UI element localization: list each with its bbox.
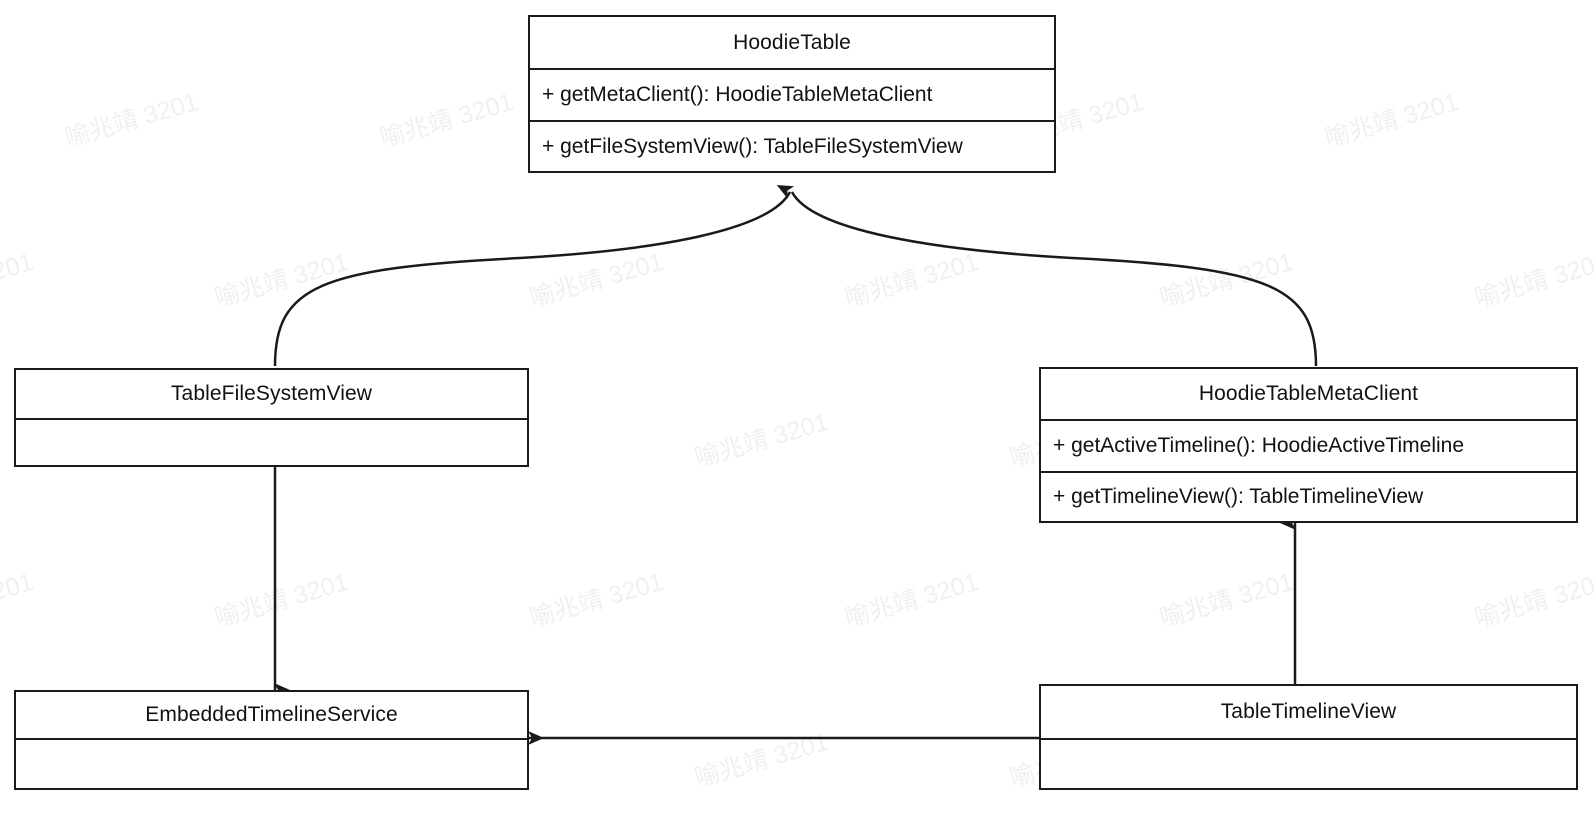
class-box-hoodietablemetaclient[interactable]: HoodieTableMetaClient + getActiveTimelin… <box>1039 367 1578 523</box>
class-members-hoodietablemetaclient: + getActiveTimeline(): HoodieActiveTimel… <box>1041 419 1576 521</box>
watermark-text: 喻兆靖 3201 <box>526 567 667 633</box>
watermark-text: 喻兆靖 3201 <box>376 87 517 153</box>
class-title-embeddedtimelineservice: EmbeddedTimelineService <box>145 703 398 726</box>
empty-compartment <box>16 740 527 790</box>
watermark-text: 喻兆靖 3201 <box>691 727 832 793</box>
class-box-tabletimelineview[interactable]: TableTimelineView <box>1039 684 1578 790</box>
edge-hoodietablemetaclient-to-hoodietable <box>790 191 1318 367</box>
watermark-text: 喻兆靖 3201 <box>1156 567 1297 633</box>
watermark-text: 喻兆靖 3201 <box>1321 87 1462 153</box>
class-title-tablefilesystemview: TableFileSystemView <box>170 382 373 405</box>
class-members-tabletimelineview <box>1041 738 1576 790</box>
edge-tablefilesystemview-to-hoodietable <box>273 184 795 367</box>
class-box-embeddedtimelineservice[interactable]: EmbeddedTimelineService <box>14 690 529 790</box>
watermark-text: 喻兆靖 3201 <box>211 247 352 313</box>
watermark-text: 喻兆靖 3201 <box>0 247 37 313</box>
class-title-hoodietable: HoodieTable <box>733 30 851 54</box>
class-member: + getTimelineView(): TableTimelineView <box>1041 471 1576 521</box>
class-members-embeddedtimelineservice <box>16 738 527 790</box>
class-members-hoodietable: + getMetaClient(): HoodieTableMetaClient… <box>530 68 1054 171</box>
watermark-text: 喻兆靖 3201 <box>526 247 667 313</box>
class-member: + getMetaClient(): HoodieTableMetaClient <box>542 83 933 106</box>
empty-compartment <box>16 420 527 469</box>
class-members-tablefilesystemview <box>16 418 527 469</box>
watermark-text: 喻兆靖 3201 <box>61 87 202 153</box>
class-box-tablefilesystemview[interactable]: TableFileSystemView <box>14 368 529 467</box>
watermark-text: 喻兆靖 3201 <box>1471 247 1594 313</box>
watermark-text: 喻兆靖 3201 <box>841 567 982 633</box>
empty-compartment <box>1041 740 1576 790</box>
class-box-hoodietable[interactable]: HoodieTable + getMetaClient(): HoodieTab… <box>528 15 1056 173</box>
class-title-tabletimelineview: TableTimelineView <box>1220 700 1397 723</box>
watermark-text: 喻兆靖 3201 <box>0 567 37 633</box>
watermark-text: 喻兆靖 3201 <box>691 407 832 473</box>
watermark-text: 喻兆靖 3201 <box>1156 247 1297 313</box>
watermark-text: 喻兆靖 3201 <box>841 247 982 313</box>
class-member: + getActiveTimeline(): HoodieActiveTimel… <box>1053 434 1465 457</box>
class-member: + getFileSystemView(): TableFileSystemVi… <box>530 120 1054 171</box>
watermark-text: 喻兆靖 3201 <box>1471 567 1594 633</box>
class-title-hoodietablemetaclient: HoodieTableMetaClient <box>1198 382 1419 405</box>
watermark-text: 喻兆靖 3201 <box>211 567 352 633</box>
